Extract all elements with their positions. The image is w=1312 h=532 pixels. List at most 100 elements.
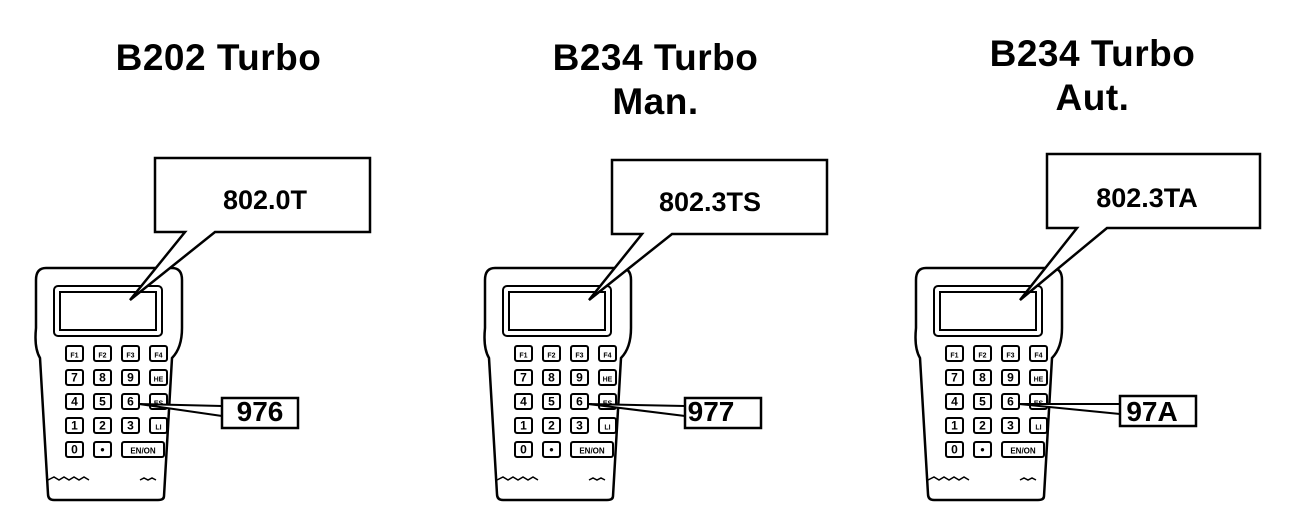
key-label: • <box>100 443 104 457</box>
model-logo-mark <box>139 477 157 481</box>
device-body <box>34 266 184 502</box>
key-HE <box>149 369 168 386</box>
key-label: EN/ON <box>130 447 156 456</box>
key-label: 0 <box>951 443 958 457</box>
display-code-label: 802.3TS <box>658 187 762 217</box>
display-callout-box <box>1019 152 1262 301</box>
key-3 <box>570 417 589 434</box>
device-body <box>914 266 1064 502</box>
key-LI <box>598 417 617 434</box>
key-label: 6 <box>127 395 134 409</box>
brand-logo-mark <box>927 476 970 481</box>
key-label: F4 <box>1034 353 1042 360</box>
key-4 <box>65 393 84 410</box>
title-line-1: B234 Turbo <box>989 33 1196 74</box>
panel-title: B202 Turbo <box>0 36 437 80</box>
key-9 <box>121 369 140 386</box>
key-label: 2 <box>979 419 986 433</box>
key-callout-pointer <box>1018 403 1121 415</box>
key-8 <box>973 369 992 386</box>
key-2 <box>973 417 992 434</box>
key-label: F2 <box>547 353 555 360</box>
key-label: 2 <box>99 419 106 433</box>
key-label: F3 <box>575 353 583 360</box>
key-label: 8 <box>548 371 555 385</box>
key-dot <box>93 441 112 458</box>
key-7 <box>65 369 84 386</box>
key-callout-pointer <box>138 403 223 417</box>
key-4 <box>514 393 533 410</box>
key-6 <box>1001 393 1020 410</box>
key-dot <box>542 441 561 458</box>
model-logo-mark <box>588 477 606 481</box>
key-code-label: 97A <box>1126 396 1178 427</box>
display-code-label: 802.3TA <box>1096 183 1198 213</box>
key-label: 2 <box>548 419 555 433</box>
key-dot <box>973 441 992 458</box>
key-LI <box>1029 417 1048 434</box>
key-label: 4 <box>520 395 527 409</box>
key-F1 <box>514 345 533 362</box>
key-label: 4 <box>71 395 78 409</box>
key-6 <box>570 393 589 410</box>
key-label: HE <box>154 377 164 384</box>
display-code-label: 802.0T <box>222 185 308 215</box>
key-callout-pointer <box>587 403 686 417</box>
key-label: 5 <box>548 395 555 409</box>
key-5 <box>542 393 561 410</box>
key-label: 8 <box>979 371 986 385</box>
key-6 <box>121 393 140 410</box>
key-HE <box>598 369 617 386</box>
key-label: F1 <box>519 353 527 360</box>
key-label: 0 <box>71 443 78 457</box>
key-F2 <box>542 345 561 362</box>
key-1 <box>65 417 84 434</box>
key-5 <box>973 393 992 410</box>
title-line-2: Man. <box>612 81 699 122</box>
display-callout-box <box>129 156 372 301</box>
key-label: LI <box>604 425 610 432</box>
key-1 <box>945 417 964 434</box>
key-F1 <box>65 345 84 362</box>
screen <box>508 291 606 331</box>
key-label: 7 <box>520 371 527 385</box>
key-label: 1 <box>71 419 78 433</box>
key-en-on <box>121 441 165 458</box>
key-7 <box>514 369 533 386</box>
key-label: • <box>980 443 984 457</box>
key-F4 <box>1029 345 1048 362</box>
key-F4 <box>598 345 617 362</box>
key-8 <box>93 369 112 386</box>
key-2 <box>542 417 561 434</box>
key-label: HE <box>603 377 613 384</box>
key-3 <box>121 417 140 434</box>
panel-b202-turbo: B202 Turbo F1F2F3F4789HE456ES123LI0•EN/O… <box>0 0 437 532</box>
screen-bezel <box>53 285 163 337</box>
key-label: HE <box>1034 377 1044 384</box>
screen-bezel <box>933 285 1043 337</box>
key-code-label: 977 <box>687 396 735 427</box>
screen-bezel <box>502 285 612 337</box>
key-0 <box>65 441 84 458</box>
key-F3 <box>1001 345 1020 362</box>
tester-group: F1F2F3F4789HE456ES123LI0•EN/ON <box>483 158 829 502</box>
key-label: LI <box>155 425 161 432</box>
key-HE <box>1029 369 1048 386</box>
title-line-1: B202 Turbo <box>115 37 322 78</box>
key-ES <box>1029 393 1048 410</box>
key-label: 4 <box>951 395 958 409</box>
key-2 <box>93 417 112 434</box>
title-line-1: B234 Turbo <box>552 37 759 78</box>
key-label: EN/ON <box>579 447 605 456</box>
key-label: 9 <box>576 371 583 385</box>
key-ES <box>598 393 617 410</box>
screen <box>59 291 157 331</box>
key-9 <box>570 369 589 386</box>
key-LI <box>149 417 168 434</box>
key-F1 <box>945 345 964 362</box>
panel-b234-turbo-aut: B234 Turbo Aut. F1F2F3F4789HE456ES123LI0… <box>874 0 1311 532</box>
brand-logo-mark <box>47 476 90 481</box>
key-callout-box <box>683 396 763 430</box>
key-F2 <box>973 345 992 362</box>
key-label: 6 <box>1007 395 1014 409</box>
